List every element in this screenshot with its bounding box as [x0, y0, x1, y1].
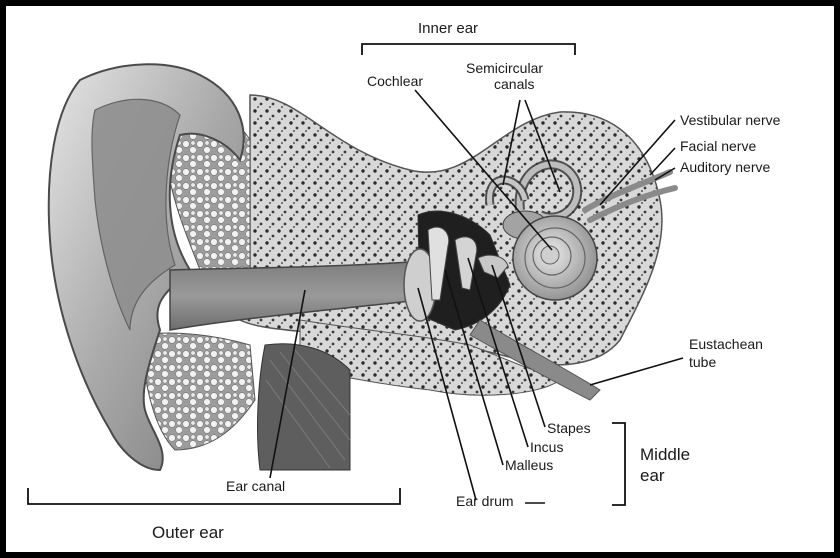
- inner-ear-bracket: [362, 44, 575, 55]
- label-ear-canal: Ear canal: [226, 478, 285, 494]
- label-vestibular-nerve: Vestibular nerve: [680, 112, 781, 128]
- label-cochlear: Cochlear: [367, 73, 423, 89]
- label-ear-drum: Ear drum: [456, 493, 514, 509]
- label-middle-ear-1: Middle: [640, 445, 690, 464]
- label-middle-ear-2: ear: [640, 466, 665, 485]
- label-facial-nerve: Facial nerve: [680, 138, 756, 154]
- label-eustachean-1: Eustachean: [689, 336, 763, 352]
- label-malleus: Malleus: [505, 457, 553, 473]
- label-eustachean-2: tube: [689, 354, 716, 370]
- outer-ear-bracket: [28, 488, 400, 504]
- middle-ear-bracket: [612, 423, 625, 505]
- label-auditory-nerve: Auditory nerve: [680, 159, 770, 175]
- label-semicircular-1: Semicircular: [466, 60, 543, 76]
- label-semicircular-2: canals: [494, 76, 534, 92]
- fat-tissue-lower: [140, 333, 255, 450]
- label-outer-ear: Outer ear: [152, 523, 224, 542]
- label-inner-ear: Inner ear: [418, 20, 478, 37]
- label-incus: Incus: [530, 439, 563, 455]
- label-stapes: Stapes: [547, 420, 591, 436]
